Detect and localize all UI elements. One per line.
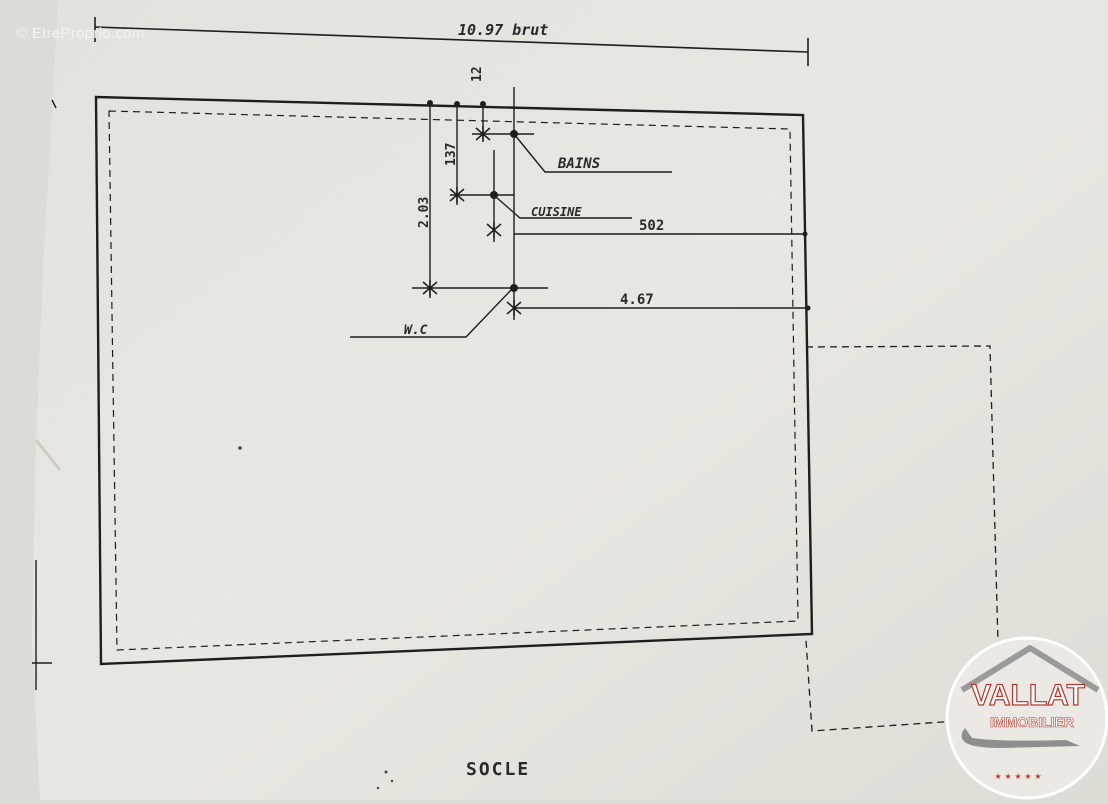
logo-subtitle: IMMOBILIER (990, 714, 1074, 730)
margin-ticks (32, 99, 57, 690)
logo-name: VALLAT (971, 679, 1085, 712)
vallat-logo: VALLAT IMMOBILIER ★ ★ ★ ★ ★ (945, 636, 1108, 800)
building-outline (94, 95, 814, 666)
overall-dimension-line (94, 17, 809, 66)
plan-title: SOCLE (466, 759, 530, 780)
label-cuisine: CUISINE (531, 205, 582, 219)
dim-467-label: 4.67 (620, 292, 654, 308)
label-wc: W.C (404, 323, 428, 338)
paper-sheet (32, 0, 1108, 800)
swoosh-icon (961, 728, 1080, 748)
watermark-text: © EtreProprio.com (16, 25, 145, 42)
dim-203-label: 2.03 (417, 197, 432, 228)
stray-marks (238, 446, 394, 790)
logo-stars: ★ ★ ★ ★ ★ (995, 772, 1042, 781)
overall-dimension-label: 10.97 brut (458, 21, 548, 39)
paper-fold (34, 439, 62, 471)
dim-137-label: 137 (444, 143, 459, 166)
label-bains: BAINS (557, 156, 600, 172)
dim-502-label: 502 (639, 218, 664, 234)
roof-icon (960, 645, 1100, 693)
dimension-ticks (422, 126, 522, 316)
dim-12-label: 12 (470, 66, 485, 82)
dimension-points (427, 100, 811, 311)
